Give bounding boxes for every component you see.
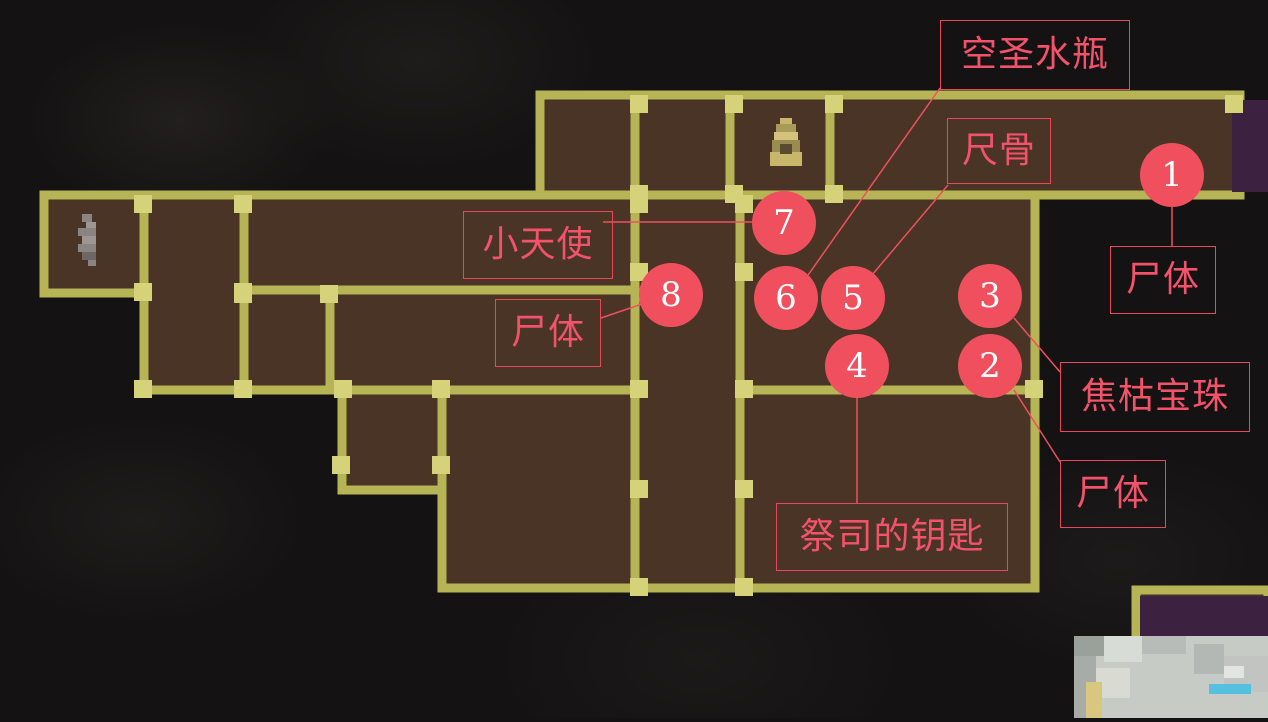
- door-notch: [1025, 380, 1043, 398]
- shrine-idol-icon: [770, 118, 802, 166]
- marker-8[interactable]: 8: [639, 263, 703, 327]
- door-notch: [234, 380, 252, 398]
- label-corpse-2: 尸体: [1060, 460, 1166, 528]
- label-priest-key: 祭司的钥匙: [776, 503, 1008, 571]
- door-notch: [825, 95, 843, 113]
- map-room: [337, 385, 447, 495]
- door-notch: [234, 195, 252, 213]
- map-room: [139, 190, 249, 395]
- marker-6[interactable]: 6: [754, 266, 818, 330]
- door-notch: [735, 480, 753, 498]
- label-ulna-bone: 尺骨: [947, 118, 1051, 184]
- marker-7[interactable]: 7: [752, 191, 816, 255]
- minimap-thumbnail: [1074, 636, 1268, 718]
- label-little-angel: 小天使: [463, 211, 613, 279]
- map-room: [630, 190, 750, 593]
- door-notch: [1225, 95, 1243, 113]
- unexplored-room: [1232, 100, 1268, 192]
- door-notch: [630, 195, 648, 213]
- door-notch: [735, 195, 753, 213]
- door-notch: [432, 380, 450, 398]
- door-notch: [735, 578, 753, 596]
- map-room: [437, 385, 644, 593]
- door-notch: [735, 380, 753, 398]
- stairs-icon: [78, 214, 96, 266]
- door-notch: [134, 283, 152, 301]
- door-notch: [134, 195, 152, 213]
- door-notch: [725, 95, 743, 113]
- marker-2[interactable]: 2: [958, 334, 1022, 398]
- door-notch: [825, 185, 843, 203]
- door-notch: [630, 578, 648, 596]
- door-notch: [320, 285, 338, 303]
- door-notch: [134, 380, 152, 398]
- label-empty-holy-water-bottle: 空圣水瓶: [940, 20, 1130, 90]
- door-notch: [334, 380, 352, 398]
- map-room: [735, 385, 1040, 593]
- door-notch: [234, 285, 252, 303]
- map-room: [535, 90, 645, 200]
- annotation-lines: [600, 87, 1173, 503]
- label-scorched-orb: 焦枯宝珠: [1060, 362, 1250, 432]
- door-notch: [630, 95, 648, 113]
- map-room: [630, 90, 740, 200]
- unexplored-room: [1140, 596, 1268, 636]
- marker-5[interactable]: 5: [821, 266, 885, 330]
- marker-3[interactable]: 3: [958, 264, 1022, 328]
- label-corpse-8: 尸体: [495, 299, 601, 367]
- door-notch: [735, 263, 753, 281]
- door-notch: [630, 480, 648, 498]
- marker-1[interactable]: 1: [1140, 143, 1204, 207]
- door-notch: [630, 380, 648, 398]
- door-notch: [432, 456, 450, 474]
- label-corpse-1: 尸体: [1110, 246, 1216, 314]
- door-notch: [332, 456, 350, 474]
- marker-4[interactable]: 4: [825, 334, 889, 398]
